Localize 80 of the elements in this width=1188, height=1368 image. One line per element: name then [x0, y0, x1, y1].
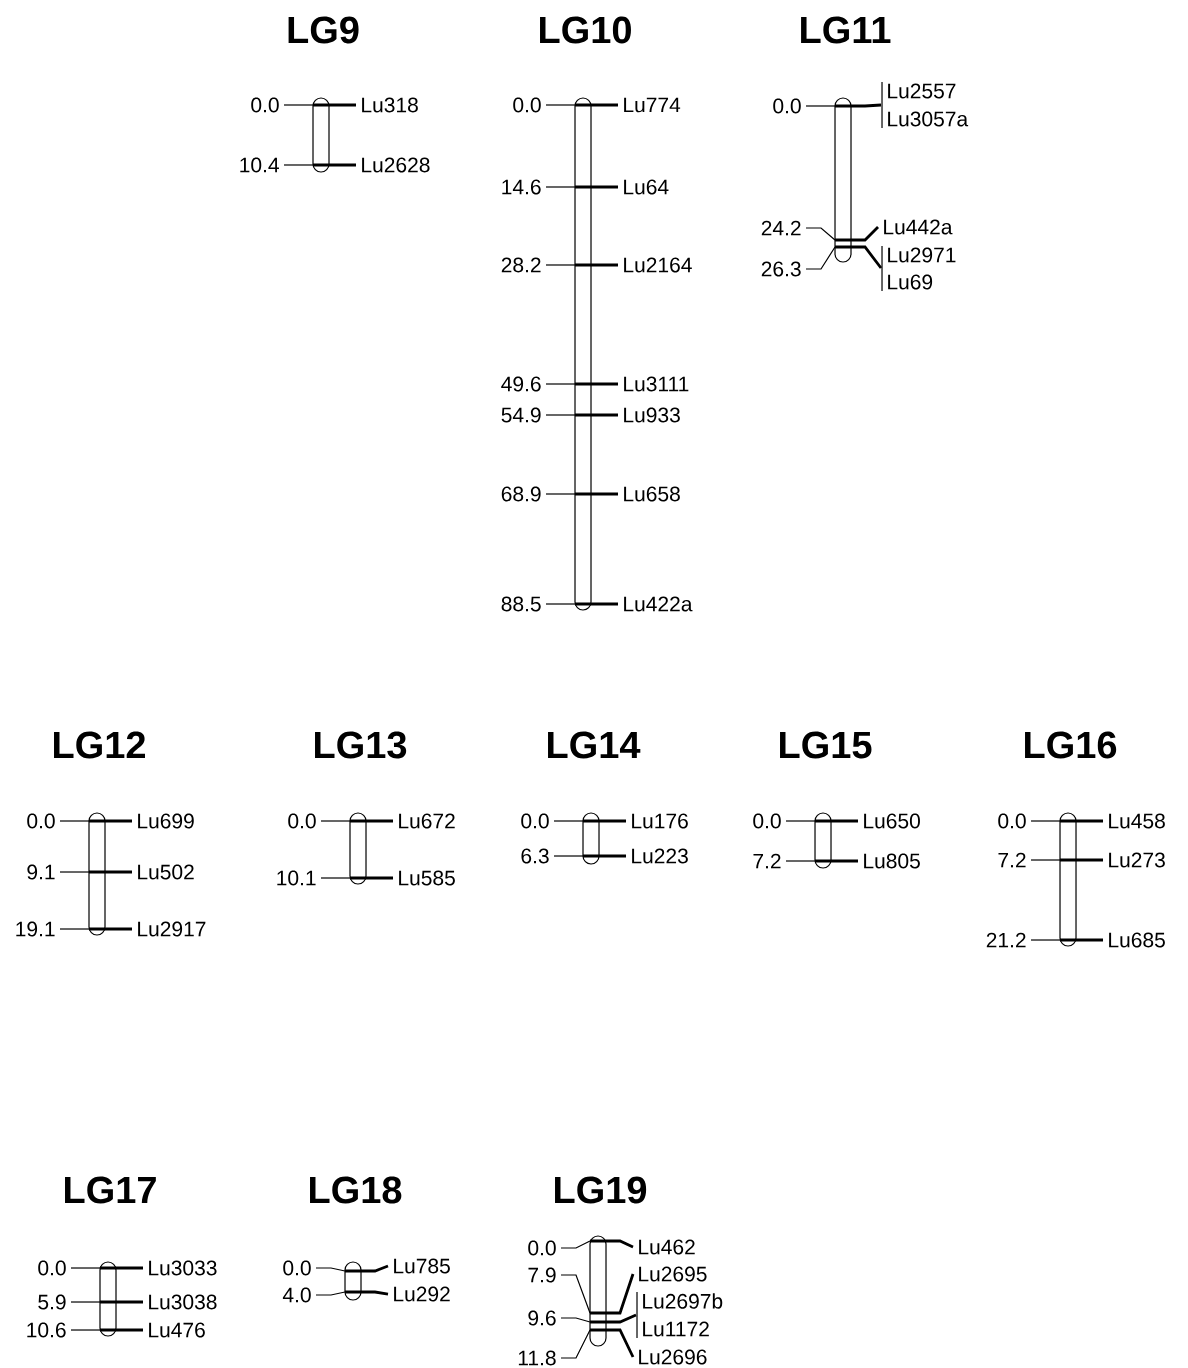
marker-label: Lu422a [624, 596, 693, 612]
position-label: 24.2 [761, 220, 801, 236]
position-label: 14.6 [502, 179, 541, 195]
group-title: LG14 [548, 731, 641, 759]
position-label: 68.9 [501, 486, 541, 502]
position-label: 0.0 [773, 98, 801, 114]
marker-label: Lu785 [394, 1258, 450, 1274]
marker-label: Lu585 [399, 870, 455, 886]
marker-label: Lu2557 [888, 83, 956, 99]
position-label: 9.1 [27, 864, 55, 880]
marker-label: Lu685 [1109, 932, 1165, 948]
position-label: 11.8 [518, 1350, 556, 1366]
position-label: 7.9 [528, 1267, 556, 1283]
marker-label: Lu64 [624, 179, 669, 195]
position-label: 49.6 [501, 376, 541, 392]
position-label: 5.9 [38, 1294, 66, 1310]
position-label: 10.6 [27, 1322, 66, 1338]
marker-label: Lu3038 [149, 1294, 217, 1310]
marker-label: Lu805 [864, 853, 920, 869]
position-label: 0.0 [528, 1240, 556, 1256]
position-label: 0.0 [998, 813, 1026, 829]
marker-label: Lu2695 [639, 1266, 707, 1282]
marker-label: Lu2917 [138, 921, 206, 937]
group-title: LG11 [801, 16, 891, 44]
marker-label: Lu933 [624, 407, 680, 423]
marker-label: Lu3111 [624, 376, 689, 392]
marker-label: Lu273 [1109, 852, 1165, 868]
position-label: 26.3 [761, 261, 801, 277]
position-label: 7.2 [998, 852, 1026, 868]
marker-label: Lu774 [624, 97, 681, 113]
group-title: LG16 [1025, 731, 1117, 759]
group-title: LG10 [540, 16, 631, 44]
group-title: LG17 [65, 1176, 156, 1204]
position-label: 0.0 [753, 813, 781, 829]
position-label: 0.0 [251, 97, 279, 113]
marker-label: Lu442a [884, 219, 953, 235]
marker-label: Lu69 [888, 274, 933, 290]
position-label: 0.0 [27, 813, 55, 829]
marker-label: Lu1172 [643, 1321, 709, 1337]
position-label: 7.2 [753, 853, 781, 869]
position-label: 9.6 [528, 1310, 556, 1326]
marker-label: Lu3057a [888, 111, 969, 127]
position-label: 10.4 [240, 157, 279, 173]
marker-label: Lu292 [394, 1286, 450, 1302]
group-title: LG18 [310, 1176, 402, 1204]
position-label: 21.2 [986, 932, 1026, 948]
position-label: 88.5 [501, 596, 541, 612]
marker-label: Lu2971 [888, 247, 956, 263]
marker-label: Lu458 [1109, 813, 1165, 829]
marker-label: Lu176 [632, 813, 688, 829]
group-title: LG13 [315, 731, 407, 759]
position-label: 28.2 [501, 257, 541, 273]
marker-label: Lu3033 [149, 1260, 217, 1276]
marker-label: Lu476 [149, 1322, 205, 1338]
marker-label: Lu223 [632, 848, 688, 864]
marker-label: Lu462 [639, 1239, 695, 1255]
position-label: 0.0 [513, 97, 541, 113]
marker-label: Lu650 [864, 813, 920, 829]
group-title: LG9 [288, 16, 359, 44]
position-label: 4.0 [282, 1287, 311, 1303]
group-title: LG19 [555, 1176, 647, 1204]
marker-label: Lu2697b [643, 1293, 723, 1309]
position-label: 0.0 [283, 1260, 311, 1276]
position-label: 0.0 [38, 1260, 66, 1276]
position-label: 0.0 [288, 813, 316, 829]
marker-label: Lu502 [138, 864, 194, 880]
group-title: LG12 [54, 731, 145, 759]
position-label: 0.0 [521, 813, 549, 829]
position-label: 10.1 [277, 870, 316, 886]
marker-label: Lu699 [138, 813, 194, 829]
marker-label: Lu318 [362, 97, 418, 113]
position-label: 6.3 [521, 848, 549, 864]
marker-label: Lu672 [399, 813, 455, 829]
position-label: 54.9 [501, 407, 541, 423]
position-label: 19.1 [16, 921, 55, 937]
marker-label: Lu658 [624, 486, 680, 502]
marker-label: Lu2696 [639, 1349, 707, 1365]
marker-label: Lu2164 [624, 257, 692, 273]
group-title: LG15 [780, 731, 872, 759]
marker-label: Lu2628 [362, 157, 430, 173]
